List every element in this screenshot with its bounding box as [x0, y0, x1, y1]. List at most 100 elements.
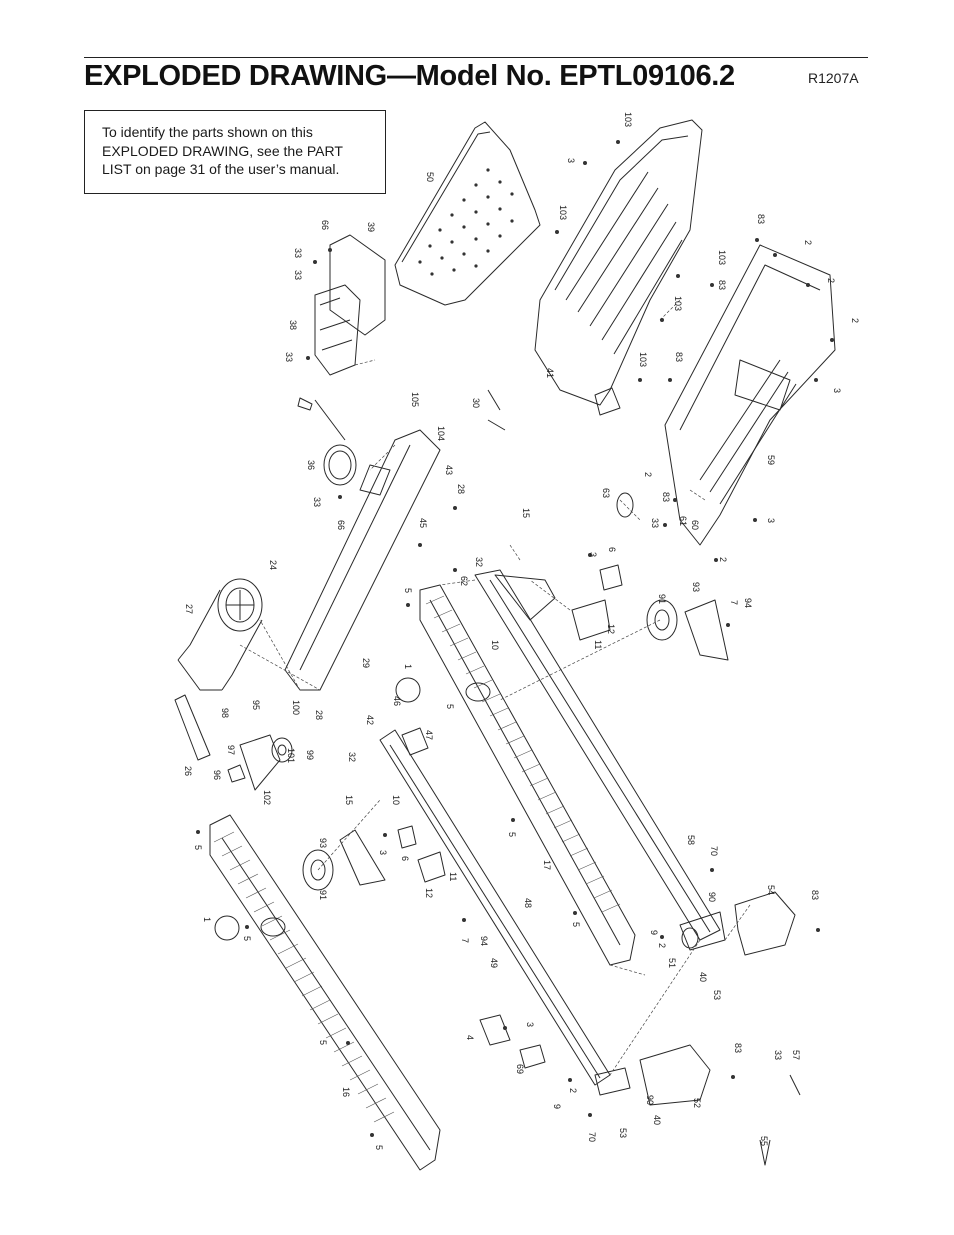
part-label: 9 — [649, 930, 659, 935]
part-label: 100 — [291, 700, 301, 715]
part-label: 101 — [286, 748, 296, 763]
part-label: 33 — [650, 518, 660, 528]
part-label: 3 — [588, 552, 598, 557]
part-label: 41 — [545, 368, 555, 378]
part-label: 9 — [552, 1104, 562, 1109]
part-list-note: To identify the parts shown on this EXPL… — [84, 110, 386, 194]
part-label: 103 — [623, 112, 633, 127]
part-label: 38 — [288, 320, 298, 330]
motor-hood — [534, 119, 703, 406]
part-label: 103 — [638, 352, 648, 367]
header-rule — [84, 57, 868, 58]
part-label: 10 — [391, 795, 401, 805]
part-label: 70 — [709, 846, 719, 856]
part-label: 83 — [756, 214, 766, 224]
part-label: 3 — [378, 850, 388, 855]
right-rail — [474, 569, 721, 941]
part-label: 2 — [718, 557, 728, 562]
part-label: 5 — [403, 588, 413, 593]
idler-assembly — [227, 734, 293, 791]
part-label: 26 — [183, 766, 193, 776]
part-label: 103 — [673, 296, 683, 311]
part-label: 5 — [571, 922, 581, 927]
drive-belt — [174, 694, 211, 761]
part-label: 90 — [645, 1095, 655, 1105]
part-label: 66 — [320, 220, 330, 230]
part-label: 103 — [558, 205, 568, 220]
part-label: 93 — [318, 838, 328, 848]
part-label: 55 — [759, 1136, 769, 1146]
part-label: 1 — [403, 664, 413, 669]
part-label: 69 — [515, 1064, 525, 1074]
part-label: 1 — [202, 917, 212, 922]
part-label: 83 — [810, 890, 820, 900]
part-label: 40 — [698, 972, 708, 982]
part-label: 2 — [850, 318, 860, 323]
part-label: 52 — [692, 1098, 702, 1108]
console-base — [664, 244, 836, 546]
part-label: 94 — [743, 598, 753, 608]
part-label: 33 — [773, 1050, 783, 1060]
fastener-dots — [196, 140, 834, 1137]
part-label: 2 — [568, 1088, 578, 1093]
part-label: 15 — [521, 508, 531, 518]
part-label: 83 — [674, 352, 684, 362]
part-label: 4 — [465, 1035, 475, 1040]
part-label: 95 — [251, 700, 261, 710]
part-label: 5 — [193, 845, 203, 850]
part-label: 10 — [490, 640, 500, 650]
part-label: 99 — [305, 750, 315, 760]
part-label: 94 — [479, 936, 489, 946]
part-label: 62 — [459, 576, 469, 586]
part-label: 7 — [729, 600, 739, 605]
part-label: 2 — [643, 472, 653, 477]
right-rail-cover — [419, 584, 636, 966]
left-rail — [379, 729, 611, 1086]
part-label: 29 — [361, 658, 371, 668]
part-label: 103 — [717, 250, 727, 265]
part-label: 42 — [365, 715, 375, 725]
part-label: 98 — [220, 708, 230, 718]
part-label: 5 — [374, 1145, 384, 1150]
part-label: 6 — [400, 856, 410, 861]
part-label: 24 — [268, 560, 278, 570]
part-label: 105 — [410, 392, 420, 407]
part-label: 102 — [262, 790, 272, 805]
part-label: 6 — [607, 547, 617, 552]
part-label: 2 — [826, 278, 836, 283]
part-label: 5 — [242, 936, 252, 941]
part-label: 50 — [425, 172, 435, 182]
part-label: 53 — [618, 1128, 628, 1138]
part-label: 53 — [712, 990, 722, 1000]
part-label: 28 — [314, 710, 324, 720]
power-cord — [297, 397, 357, 486]
front-roller-pulley — [302, 599, 729, 891]
part-label: 104 — [436, 426, 446, 441]
part-label: 97 — [226, 745, 236, 755]
part-label: 33 — [312, 497, 322, 507]
part-label: 32 — [347, 752, 357, 762]
part-label: 5 — [507, 832, 517, 837]
part-label: 5 — [445, 704, 455, 709]
part-label: 49 — [489, 958, 499, 968]
part-label: 16 — [341, 1087, 351, 1097]
part-label: 3 — [766, 518, 776, 523]
part-label: 47 — [424, 730, 434, 740]
part-label: 3 — [832, 388, 842, 393]
part-label: 91 — [318, 890, 328, 900]
part-label: 51 — [667, 958, 677, 968]
part-label: 12 — [424, 888, 434, 898]
page-title: EXPLODED DRAWING—Model No. EPTL09106.2 — [84, 60, 735, 92]
part-label: 83 — [733, 1043, 743, 1053]
left-rail-cover — [209, 814, 441, 1171]
part-label: 46 — [392, 696, 402, 706]
part-list-note-text: To identify the parts shown on this EXPL… — [102, 124, 343, 177]
part-label: 30 — [471, 398, 481, 408]
part-label: 58 — [686, 835, 696, 845]
part-label: 70 — [587, 1132, 597, 1142]
part-label: 45 — [418, 518, 428, 528]
part-label: 40 — [652, 1115, 662, 1125]
hood-cover-panel — [394, 121, 541, 306]
part-label: 59 — [766, 455, 776, 465]
